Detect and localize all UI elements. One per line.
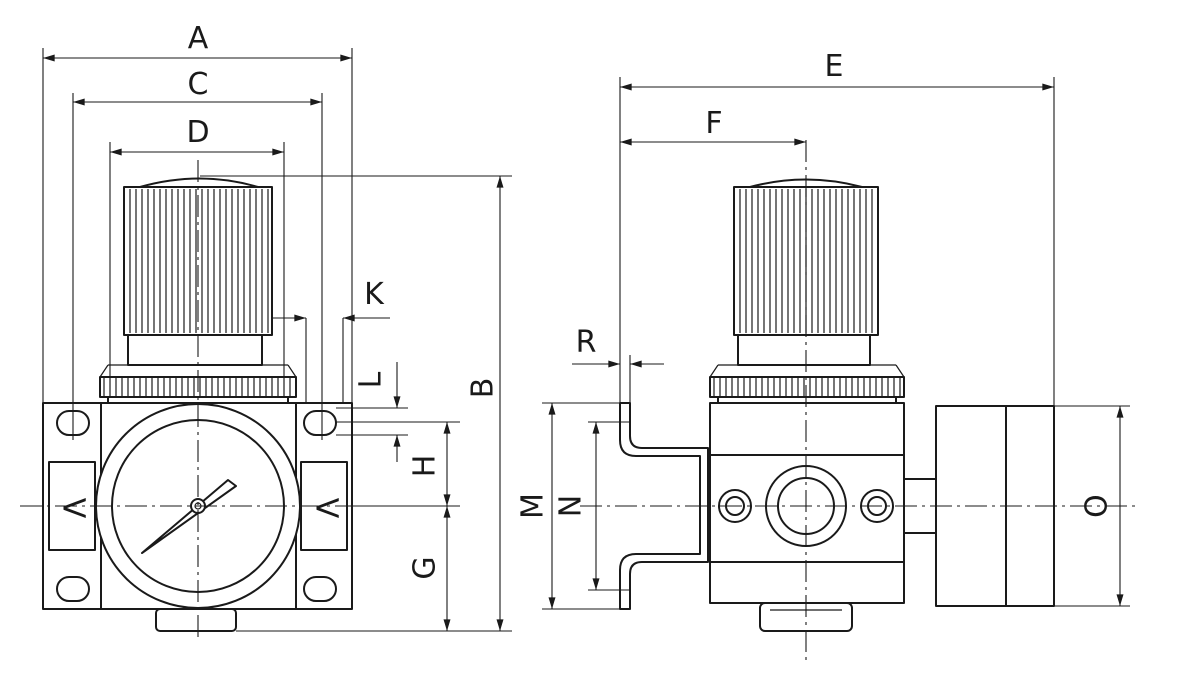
dim-label-B: B <box>466 378 501 399</box>
front-bottom-plug <box>155 608 237 632</box>
front-ring-bevel-r <box>287 364 297 378</box>
dim-label-A: A <box>188 21 209 56</box>
dim-label-F: F <box>705 106 722 141</box>
front-left-flow-arrow: V <box>56 498 91 519</box>
front-view: V V <box>20 160 378 642</box>
dim-label-R: R <box>576 325 597 360</box>
front-stem <box>127 334 263 366</box>
dim-label-L: L <box>354 371 389 388</box>
side-threaded-ring <box>709 376 905 398</box>
dim-label-N: N <box>554 495 589 517</box>
front-right-flow-arrow: V <box>309 498 344 519</box>
front-knob-ribs <box>129 189 269 333</box>
dim-label-C: C <box>188 67 209 102</box>
front-ring-teeth <box>103 378 291 396</box>
dim-label-E: E <box>825 49 844 84</box>
gauge-needle <box>141 479 237 554</box>
dim-label-D: D <box>186 115 209 150</box>
side-ring-bevel-l <box>709 364 719 378</box>
front-knob-cap <box>139 177 259 188</box>
side-ring-teeth <box>713 378 901 396</box>
front-right-slot-bottom <box>303 576 337 602</box>
side-view <box>580 140 1140 662</box>
dim-label-H: H <box>408 455 443 478</box>
dim-label-K: K <box>364 277 385 312</box>
side-ring-bevel-r <box>895 364 905 378</box>
dimension-lines: A C D K B L H G E <box>42 21 1130 632</box>
dim-label-O: O <box>1080 494 1115 518</box>
mounting-bracket <box>619 402 709 610</box>
front-left-slot-bottom <box>56 576 90 602</box>
dim-label-M: M <box>516 493 551 519</box>
front-ring-bevel-l <box>99 364 109 378</box>
front-right-slot-top <box>303 410 337 436</box>
dim-label-G: G <box>408 556 443 579</box>
side-knob-ribs <box>739 189 873 333</box>
side-stem <box>737 334 871 366</box>
